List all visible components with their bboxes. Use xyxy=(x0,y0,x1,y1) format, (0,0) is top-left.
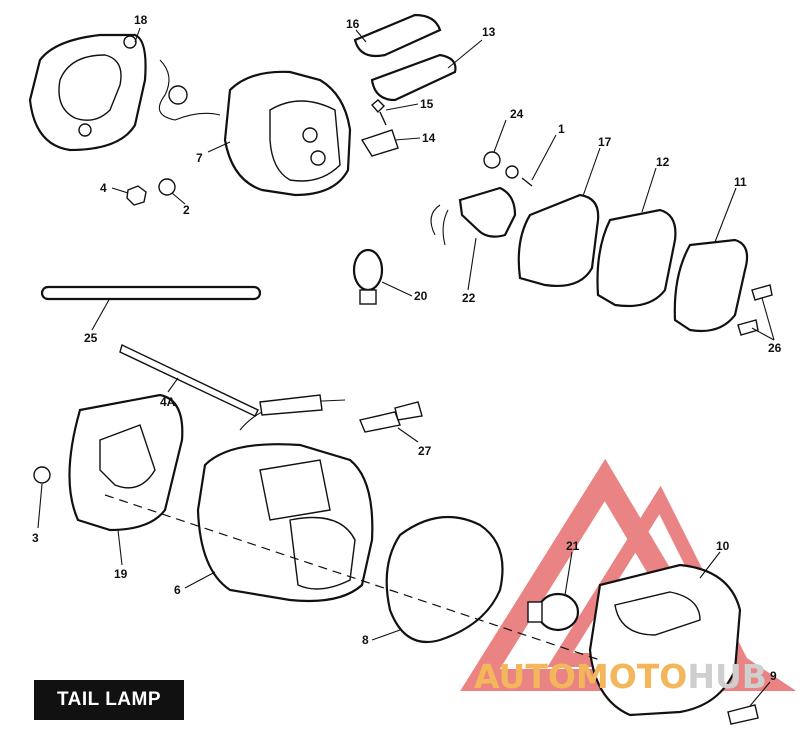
watermark-text: AUTOMOTOHUB xyxy=(474,657,767,696)
part-17-gasket xyxy=(517,193,600,287)
part-12-lens xyxy=(596,208,677,308)
callout-21: 21 xyxy=(566,539,580,553)
diagram-title: TAIL LAMP xyxy=(34,680,184,720)
part-wire-harness xyxy=(158,59,221,121)
part-24-washer xyxy=(483,151,501,169)
part-21-bulb xyxy=(527,592,580,632)
part-wire-sleeve xyxy=(259,394,323,416)
callout-7: 7 xyxy=(196,151,203,165)
callout-1: 1 xyxy=(558,122,565,136)
watermark-tail: HUB xyxy=(687,657,767,696)
part-3-nut xyxy=(33,466,51,484)
part-27-terminal-a xyxy=(359,411,401,433)
callout-18: 18 xyxy=(134,13,148,27)
callout-9: 9 xyxy=(770,669,777,683)
callout-4a: 4A xyxy=(160,395,176,409)
part-26-screw-b xyxy=(737,319,759,336)
callout-4: 4 xyxy=(100,181,107,195)
part-4-nut xyxy=(126,185,147,206)
callout-16: 16 xyxy=(346,17,360,31)
part-wire-connector xyxy=(168,85,188,105)
part-13-lens xyxy=(370,53,457,102)
part-14-bracket xyxy=(360,129,399,157)
part-10-lens xyxy=(588,563,742,717)
callout-22: 22 xyxy=(462,291,476,305)
part-2-lockwasher xyxy=(158,178,176,196)
part-24-nut xyxy=(505,165,519,179)
part-25-conduit xyxy=(40,285,262,301)
callout-25: 25 xyxy=(84,331,98,345)
watermark-main: AUTOMOTO xyxy=(474,657,687,696)
part-15-screw xyxy=(371,99,387,126)
part-11-frame xyxy=(673,238,749,333)
callout-14: 14 xyxy=(422,131,436,145)
part-6-lamp-housing xyxy=(196,443,374,603)
part-8-gasket xyxy=(385,515,504,644)
leader-lines xyxy=(37,27,775,707)
callout-15: 15 xyxy=(420,97,434,111)
part-1-screw xyxy=(521,177,533,187)
callout-12: 12 xyxy=(656,155,670,169)
callout-8: 8 xyxy=(362,633,369,647)
part-22-socket xyxy=(430,186,517,246)
alignment-line xyxy=(104,494,601,661)
part-18-gasket xyxy=(28,33,147,152)
callout-27: 27 xyxy=(418,444,432,458)
part-7-lamp-housing xyxy=(223,70,352,197)
callout-2: 2 xyxy=(183,203,190,217)
part-27-terminal-b xyxy=(394,401,423,421)
callout-3: 3 xyxy=(32,531,39,545)
part-16-gasket xyxy=(353,13,442,58)
part-19-mounting-gasket xyxy=(68,393,184,532)
callout-11: 11 xyxy=(734,175,747,189)
callout-19: 19 xyxy=(114,567,128,581)
part-9-screw xyxy=(727,704,759,725)
callout-10: 10 xyxy=(716,539,730,553)
part-20-bulb xyxy=(352,248,384,305)
callout-26: 26 xyxy=(768,341,782,355)
part-26-screw-a xyxy=(751,284,773,301)
callout-6: 6 xyxy=(174,583,181,597)
callout-labels: 18 16 13 15 14 7 24 1 17 12 11 4 2 20 22… xyxy=(32,13,782,683)
callout-20: 20 xyxy=(414,289,428,303)
callout-17: 17 xyxy=(598,135,612,149)
callout-13: 13 xyxy=(482,25,496,39)
callout-24: 24 xyxy=(510,107,524,121)
svg-text:AUTOMOTOHUB: AUTOMOTOHUB xyxy=(474,657,767,696)
